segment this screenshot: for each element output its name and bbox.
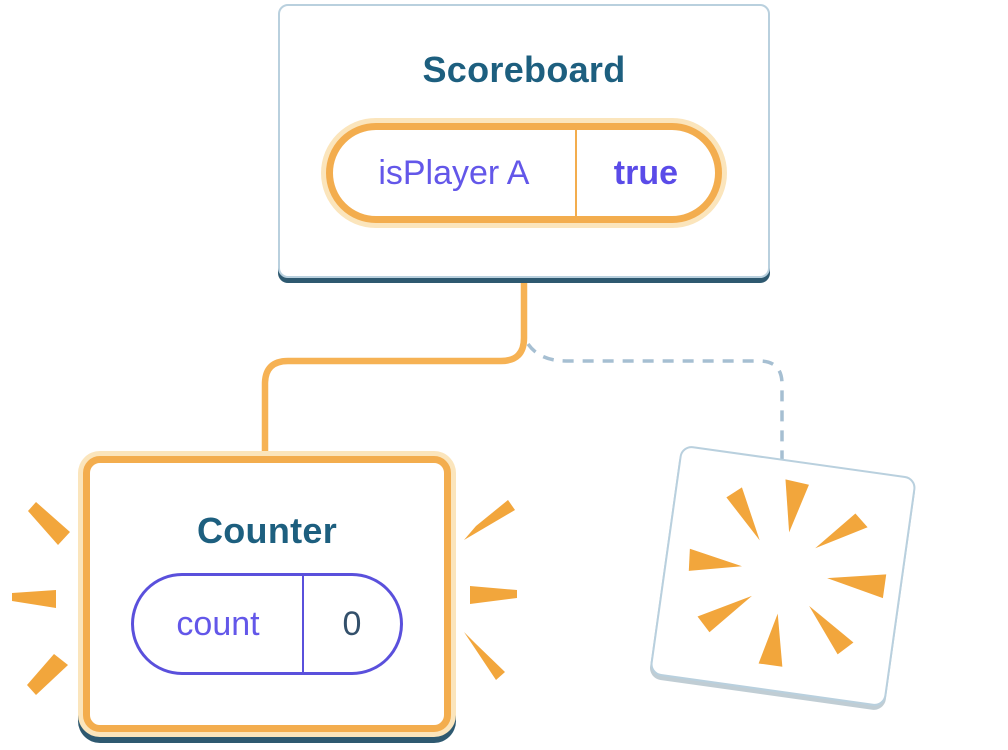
scoreboard-card: Scoreboard isPlayer A true bbox=[278, 4, 770, 278]
pill-divider bbox=[574, 130, 577, 216]
emphasis-rays-left-icon bbox=[12, 502, 70, 695]
destroyed-component-card bbox=[649, 444, 917, 708]
poof-burst-icon bbox=[688, 479, 887, 667]
counter-card-highlight: Counter count 0 bbox=[78, 451, 456, 737]
state-value: true bbox=[613, 153, 679, 192]
state-value: 0 bbox=[342, 604, 362, 643]
emphasis-rays-right-icon bbox=[464, 500, 517, 680]
counter-state-pill: count 0 bbox=[131, 573, 403, 675]
preserved-branch-connector bbox=[261, 275, 528, 464]
pill-divider bbox=[302, 576, 304, 672]
scoreboard-state-pill-glow: isPlayer A true bbox=[321, 118, 727, 228]
counter-title: Counter bbox=[196, 510, 338, 551]
counter-card: Counter count 0 bbox=[83, 456, 451, 732]
scoreboard-title: Scoreboard bbox=[422, 49, 626, 90]
state-key-label: isPlayer A bbox=[378, 153, 530, 192]
scoreboard-state-pill: isPlayer A true bbox=[326, 123, 722, 223]
discarded-branch-connector-dashed bbox=[526, 342, 784, 463]
state-key-label: count bbox=[176, 604, 260, 643]
